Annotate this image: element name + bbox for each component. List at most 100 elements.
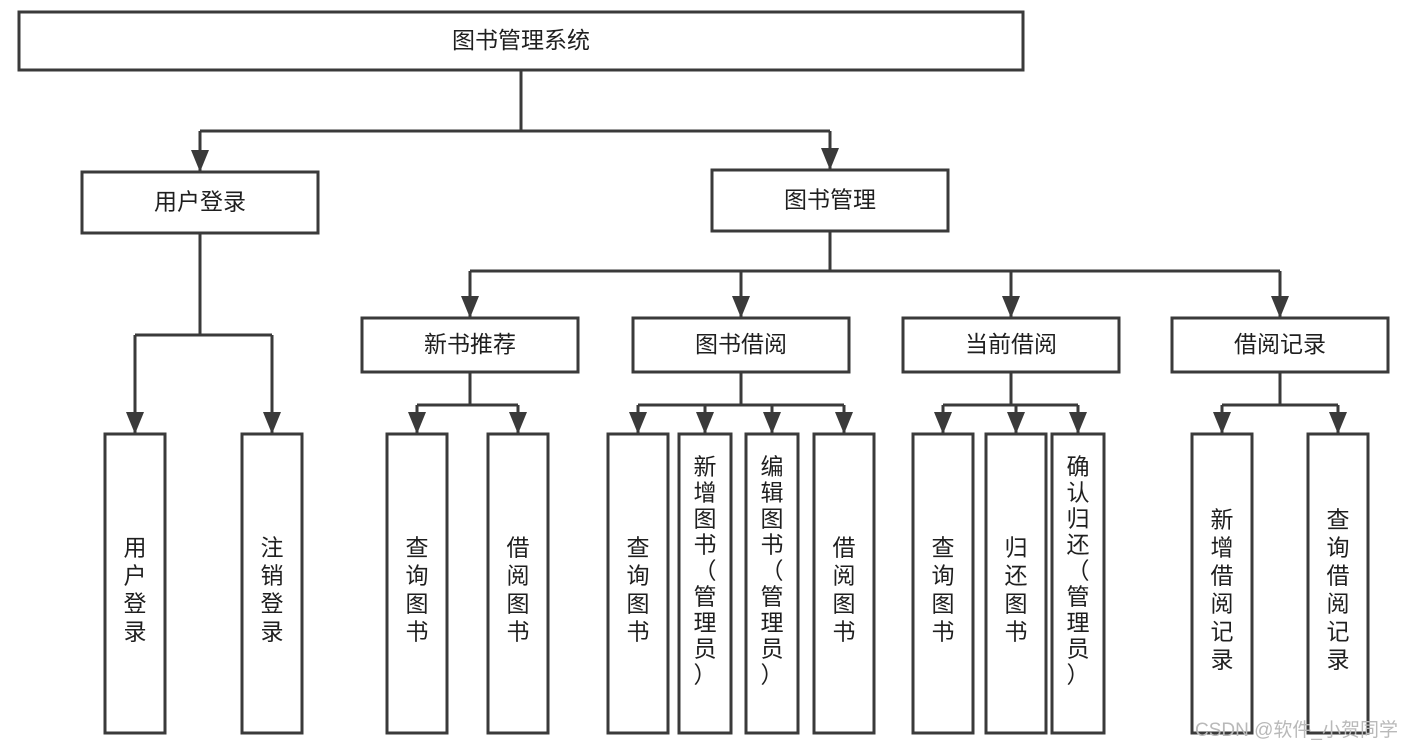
node-layer: 图书管理系统用户登录图书管理新书推荐图书借阅当前借阅借阅记录用户登录注销登录查询…	[17, 10, 1390, 735]
node-new-book-recommend[interactable]: 新书推荐	[360, 316, 580, 374]
node-box-leaf-user-login[interactable]	[103, 432, 167, 735]
node-label-book-manage: 图书管理	[784, 187, 876, 213]
node-box-book-manage[interactable]	[710, 168, 950, 233]
node-label-new-book-recommend: 新书推荐	[424, 331, 516, 357]
node-box-borrow-record[interactable]	[1170, 316, 1390, 374]
node-leaf-user-logout[interactable]: 注销登录	[240, 432, 304, 735]
node-box-leaf-add-record[interactable]	[1190, 432, 1254, 735]
label-char: 查	[406, 534, 429, 560]
node-borrow-record[interactable]: 借阅记录	[1170, 316, 1390, 374]
label-char: 书	[406, 618, 429, 644]
node-book-borrow[interactable]: 图书借阅	[631, 316, 851, 374]
node-box-leaf-borrow-book-1[interactable]	[486, 432, 550, 735]
node-label-leaf-borrow-book-2: 借阅图书	[833, 534, 856, 644]
label-char: 归	[1005, 534, 1028, 560]
g-user-login-arrow-1	[263, 412, 281, 434]
label-char: 询	[406, 562, 429, 588]
node-leaf-confirm-return[interactable]: 确认归还（管理员）	[1050, 432, 1106, 735]
node-box-leaf-user-logout[interactable]	[240, 432, 304, 735]
g-book-borrow-arrow-3	[835, 412, 853, 434]
label-char: 阅	[1211, 590, 1234, 616]
label-char: 书	[833, 618, 856, 644]
label-char: 图	[507, 590, 530, 616]
node-label-leaf-query-book-1: 查询图书	[406, 534, 429, 644]
label-char: 管	[1067, 583, 1090, 609]
node-book-manage[interactable]: 图书管理	[710, 168, 950, 233]
label-char: 借	[833, 534, 856, 560]
node-box-leaf-add-book[interactable]	[677, 432, 733, 735]
label-char: 书	[694, 531, 717, 557]
bookmanage-arrow-2	[1002, 296, 1020, 318]
node-leaf-borrow-book-1[interactable]: 借阅图书	[486, 432, 550, 735]
node-leaf-query-book-1[interactable]: 查询图书	[385, 432, 449, 735]
g-new-book-recommend-arrow-1	[509, 412, 527, 434]
node-box-leaf-query-book-2[interactable]	[606, 432, 670, 735]
label-char: 认	[1067, 479, 1090, 505]
node-box-leaf-query-book-1[interactable]	[385, 432, 449, 735]
node-label-user-login: 用户登录	[154, 189, 246, 215]
label-char: 理	[1067, 609, 1090, 635]
node-box-root[interactable]	[17, 10, 1025, 72]
root-arrow-1	[821, 148, 839, 170]
node-box-user-login[interactable]	[80, 170, 320, 235]
node-leaf-add-record[interactable]: 新增借阅记录	[1190, 432, 1254, 735]
node-label-leaf-query-book-3: 查询图书	[932, 534, 955, 644]
label-char: 员	[761, 635, 784, 661]
label-char: 图	[761, 505, 784, 531]
label-char: ）	[694, 661, 717, 687]
node-root[interactable]: 图书管理系统	[17, 10, 1025, 72]
node-label-leaf-query-book-2: 查询图书	[627, 534, 650, 644]
label-char: 增	[1211, 534, 1234, 560]
node-box-current-borrow[interactable]	[901, 316, 1121, 374]
node-box-leaf-query-book-3[interactable]	[911, 432, 975, 735]
node-leaf-query-record[interactable]: 查询借阅记录	[1306, 432, 1370, 735]
node-label-leaf-user-login: 用户登录	[124, 534, 147, 644]
g-user-login-arrow-0	[126, 412, 144, 434]
label-char: （	[761, 557, 784, 583]
bookmanage-arrow-3	[1271, 296, 1289, 318]
node-label-leaf-add-book: 新增图书（管理员）	[694, 453, 717, 687]
node-leaf-return-book[interactable]: 归还图书	[984, 432, 1048, 735]
node-box-leaf-edit-book[interactable]	[744, 432, 800, 735]
label-char: 录	[1211, 646, 1234, 672]
node-current-borrow[interactable]: 当前借阅	[901, 316, 1121, 374]
node-leaf-query-book-2[interactable]: 查询图书	[606, 432, 670, 735]
node-label-root: 图书管理系统	[452, 27, 590, 53]
node-box-leaf-query-record[interactable]	[1306, 432, 1370, 735]
label-char: 录	[124, 618, 147, 644]
bookmanage-arrow-0	[461, 296, 479, 318]
bookmanage-arrow-1	[732, 296, 750, 318]
node-leaf-edit-book[interactable]: 编辑图书（管理员）	[744, 432, 800, 735]
node-box-leaf-borrow-book-2[interactable]	[812, 432, 876, 735]
node-user-login[interactable]: 用户登录	[80, 170, 320, 235]
node-box-new-book-recommend[interactable]	[360, 316, 580, 374]
node-box-leaf-return-book[interactable]	[984, 432, 1048, 735]
label-char: 图	[406, 590, 429, 616]
node-label-leaf-confirm-return: 确认归还（管理员）	[1067, 453, 1090, 687]
g-new-book-recommend-arrow-0	[408, 412, 426, 434]
label-char: 借	[1327, 562, 1350, 588]
label-char: 书	[761, 531, 784, 557]
node-leaf-borrow-book-2[interactable]: 借阅图书	[812, 432, 876, 735]
node-box-book-borrow[interactable]	[631, 316, 851, 374]
label-char: 用	[124, 534, 147, 560]
label-char: ）	[1067, 661, 1090, 687]
node-label-book-borrow: 图书借阅	[695, 331, 787, 357]
node-leaf-query-book-3[interactable]: 查询图书	[911, 432, 975, 735]
label-char: 查	[1327, 506, 1350, 532]
label-char: 员	[694, 635, 717, 661]
node-leaf-user-login[interactable]: 用户登录	[103, 432, 167, 735]
label-char: 户	[124, 562, 147, 588]
label-char: 书	[627, 618, 650, 644]
node-box-leaf-confirm-return[interactable]	[1050, 432, 1106, 735]
label-char: 查	[932, 534, 955, 560]
label-char: 阅	[507, 562, 530, 588]
node-label-current-borrow: 当前借阅	[965, 331, 1057, 357]
node-label-leaf-edit-book: 编辑图书（管理员）	[761, 453, 784, 687]
g-borrow-record-arrow-1	[1329, 412, 1347, 434]
connector-layer	[126, 70, 1347, 434]
node-leaf-add-book[interactable]: 新增图书（管理员）	[677, 432, 733, 735]
label-char: 管	[761, 583, 784, 609]
label-char: 登	[261, 590, 284, 616]
